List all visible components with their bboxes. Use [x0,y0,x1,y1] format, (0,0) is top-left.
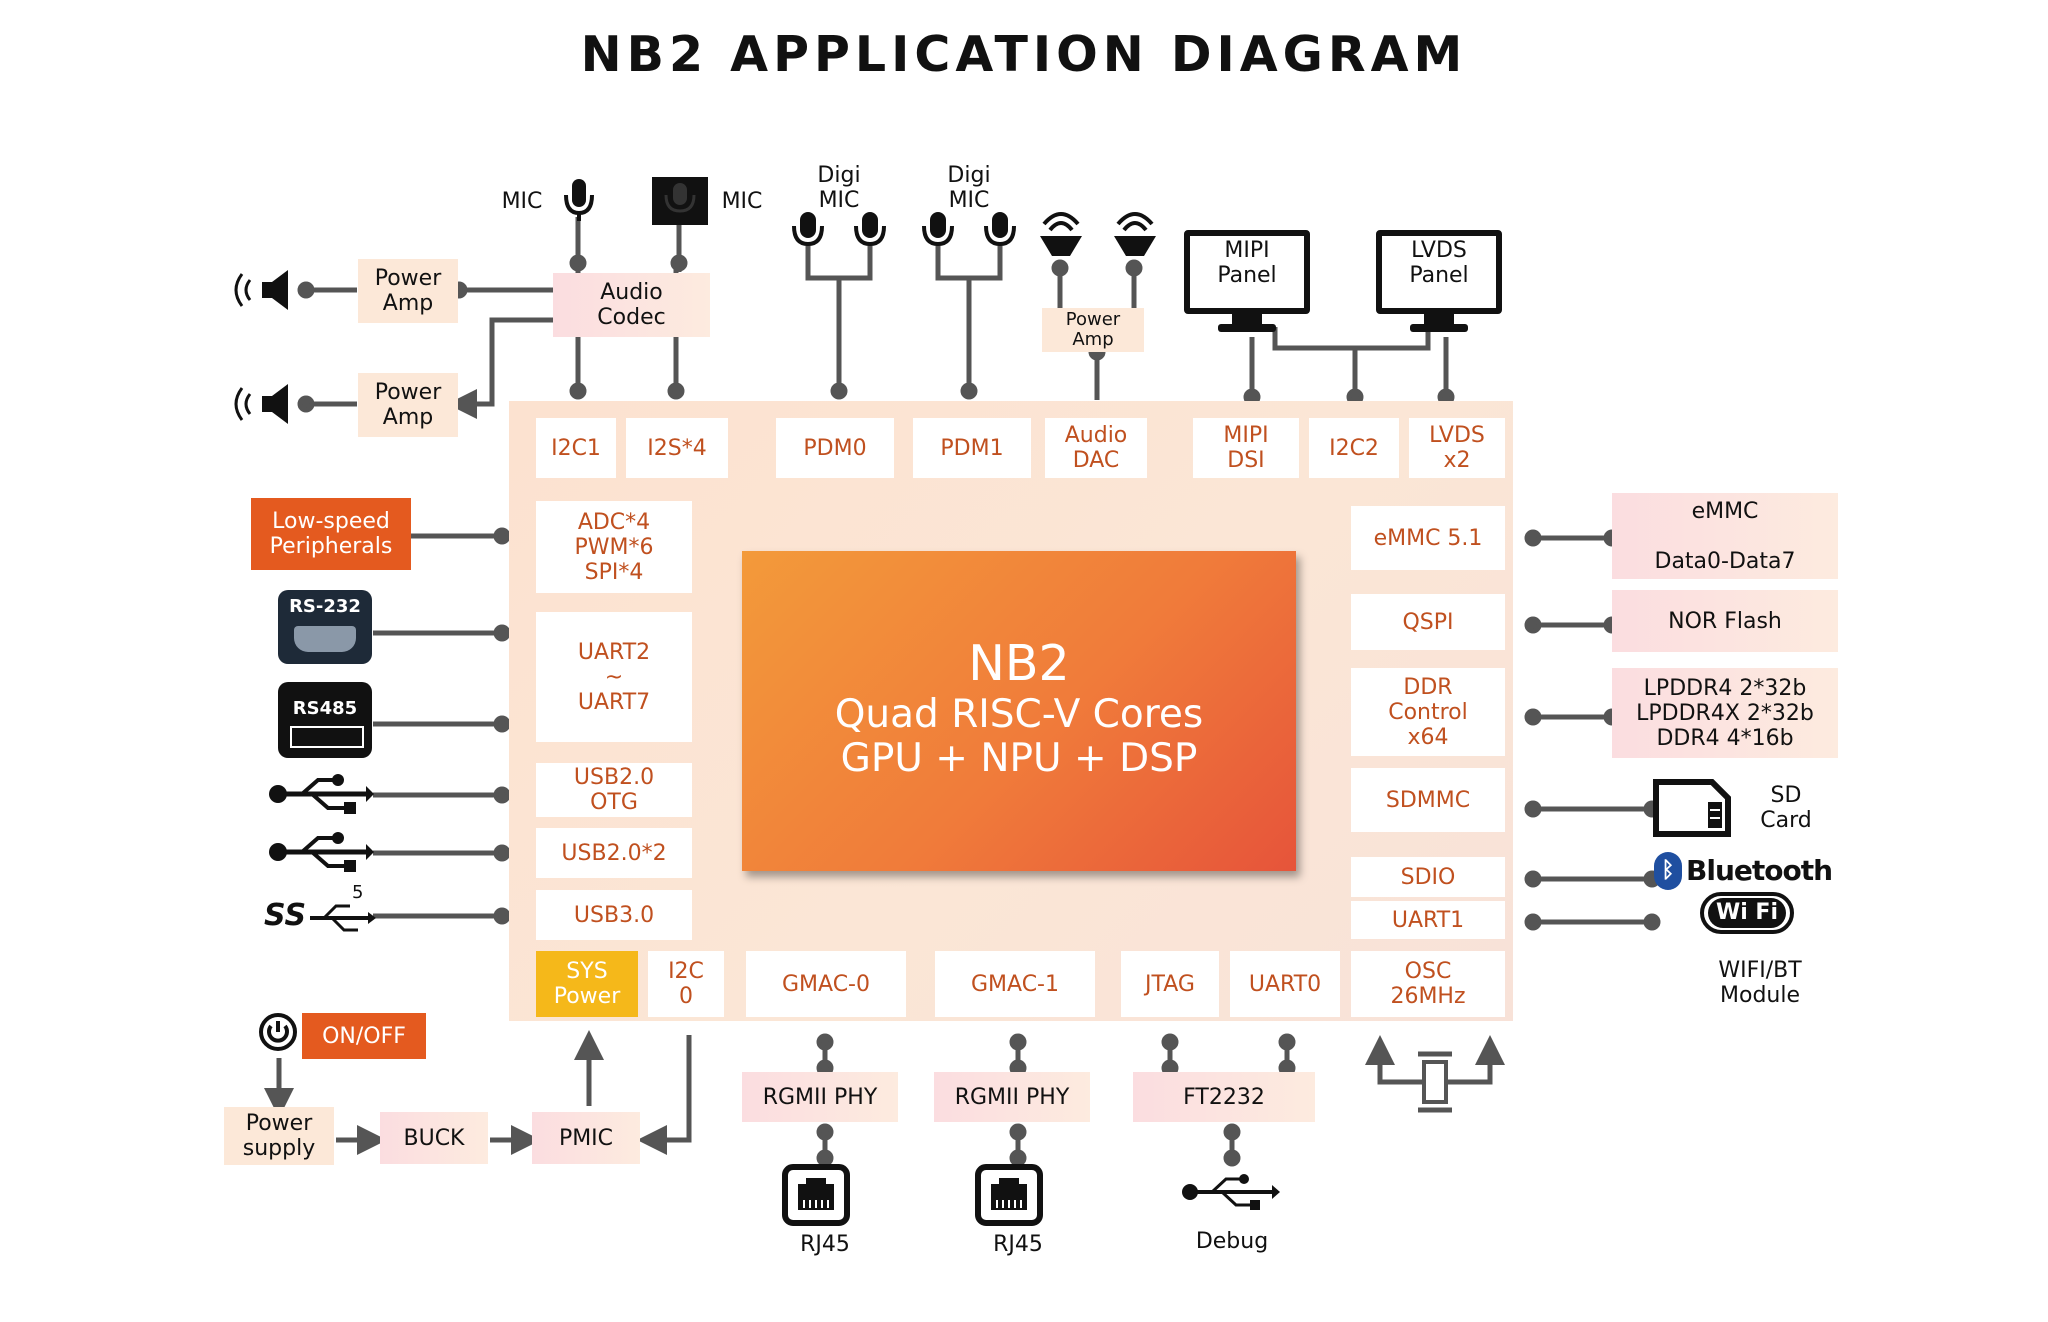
usb-icon [269,832,374,872]
power-button-icon[interactable] [258,1012,298,1052]
digital-microphone-pair-icon [922,212,1016,247]
digi-mic-label-1: Digi MIC [817,163,861,213]
block-usb-otg: USB2.0 OTG [536,763,692,817]
sd-card-icon [1653,779,1731,837]
rj45-label-0: RJ45 [800,1232,850,1257]
sd-card-label: SD Card [1760,783,1812,833]
block-gmac0: GMAC-0 [746,951,906,1017]
wifi-bt-module-label: WIFI/BT Module [1718,958,1802,1008]
block-ddr: DDR Control x64 [1351,668,1505,756]
block-i2c1: I2C1 [536,418,616,478]
block-uart2-7: UART2 ~ UART7 [536,612,692,742]
block-pdm1: PDM1 [913,418,1031,478]
rs232-port-icon: RS-232 [278,590,372,664]
usb-icon [269,774,374,814]
block-usb3: USB3.0 [536,890,692,940]
emmc-storage: eMMC Data0-Data7 [1612,493,1838,579]
bluetooth-label: Bluetooth [1686,854,1833,887]
block-i2c0: I2C 0 [648,951,724,1017]
rj45-port-icon [782,1164,850,1226]
ss-superscript: 5 [352,882,364,903]
block-pdm0: PDM0 [776,418,894,478]
debug-label: Debug [1195,1229,1269,1254]
block-uart0: UART0 [1230,951,1340,1017]
rs485-label: RS485 [292,698,358,719]
power-amp-3: Power Amp [1042,308,1144,352]
block-qspi: QSPI [1351,594,1505,650]
lvds-panel-label: LVDS Panel [1409,238,1469,288]
monitor-icon: LVDS Panel [1376,230,1506,336]
cpu-core: NB2 Quad RISC-V Cores GPU + NPU + DSP [742,551,1296,871]
block-sdio: SDIO [1351,857,1505,897]
digi-mic-label-2: Digi MIC [947,163,991,213]
block-lvds-x2: LVDS x2 [1409,418,1505,478]
speaker-icon [234,270,288,310]
power-amp-1: Power Amp [358,259,458,323]
rs232-label: RS-232 [289,596,361,617]
microphone-icon [564,179,594,221]
power-amp-2: Power Amp [358,373,458,437]
block-i2c2: I2C2 [1309,418,1399,478]
mipi-panel-label: MIPI Panel [1217,238,1277,288]
buck: BUCK [380,1112,488,1164]
block-emmc: eMMC 5.1 [1351,506,1505,570]
block-sys-power: SYS Power [536,951,638,1017]
block-adc-pwm-spi: ADC*4 PWM*6 SPI*4 [536,501,692,593]
rgmii-phy-0: RGMII PHY [742,1072,898,1122]
block-sdmmc: SDMMC [1351,768,1505,832]
digital-microphone-pair-icon [792,212,886,247]
page-title: NB2 APPLICATION DIAGRAM [580,26,1468,83]
power-supply: Power supply [224,1107,334,1165]
wifi-label: Wi Fi [1708,898,1786,928]
on-off: ON/OFF [302,1013,426,1059]
monitor-icon: MIPI Panel [1184,230,1314,336]
rj45-label-1: RJ45 [993,1232,1043,1257]
rj45-port-icon [975,1164,1043,1226]
block-gmac1: GMAC-1 [935,951,1095,1017]
usb-debug-icon [1182,1174,1280,1210]
low-speed-peripherals: Low-speed Peripherals [251,498,411,570]
mic-label-2: MIC [721,189,763,214]
block-i2s4: I2S*4 [626,418,728,478]
usb-superspeed-icon: SS 5 [264,882,376,938]
speaker-icon [234,384,288,424]
ft2232: FT2232 [1133,1072,1315,1122]
nor-flash: NOR Flash [1612,590,1838,652]
block-uart1: UART1 [1351,901,1505,939]
block-audio-dac: Audio DAC [1045,418,1147,478]
rs485-port-icon: RS485 [278,682,372,758]
block-osc: OSC 26MHz [1351,951,1505,1017]
wifi-icon: Wi Fi [1700,892,1794,934]
lpddr-memory: LPDDR4 2*32b LPDDR4X 2*32b DDR4 4*16b [1612,668,1838,758]
block-mipi-dsi: MIPI DSI [1193,418,1299,478]
bluetooth-icon: ᛒ Bluetooth [1654,852,1844,892]
mic-label-1: MIC [501,189,543,214]
block-jtag: JTAG [1121,951,1219,1017]
core-cores: Quad RISC-V Cores [834,692,1204,737]
microphone-box-icon [652,177,708,225]
block-usb2x2: USB2.0*2 [536,828,692,878]
core-accel: GPU + NPU + DSP [840,736,1198,781]
speaker-horn-icon [1114,212,1156,256]
speaker-horn-icon [1040,212,1082,256]
core-name: NB2 [968,635,1070,692]
pmic: PMIC [532,1112,640,1164]
audio-codec: Audio Codec [553,273,710,337]
rgmii-phy-1: RGMII PHY [934,1072,1090,1122]
